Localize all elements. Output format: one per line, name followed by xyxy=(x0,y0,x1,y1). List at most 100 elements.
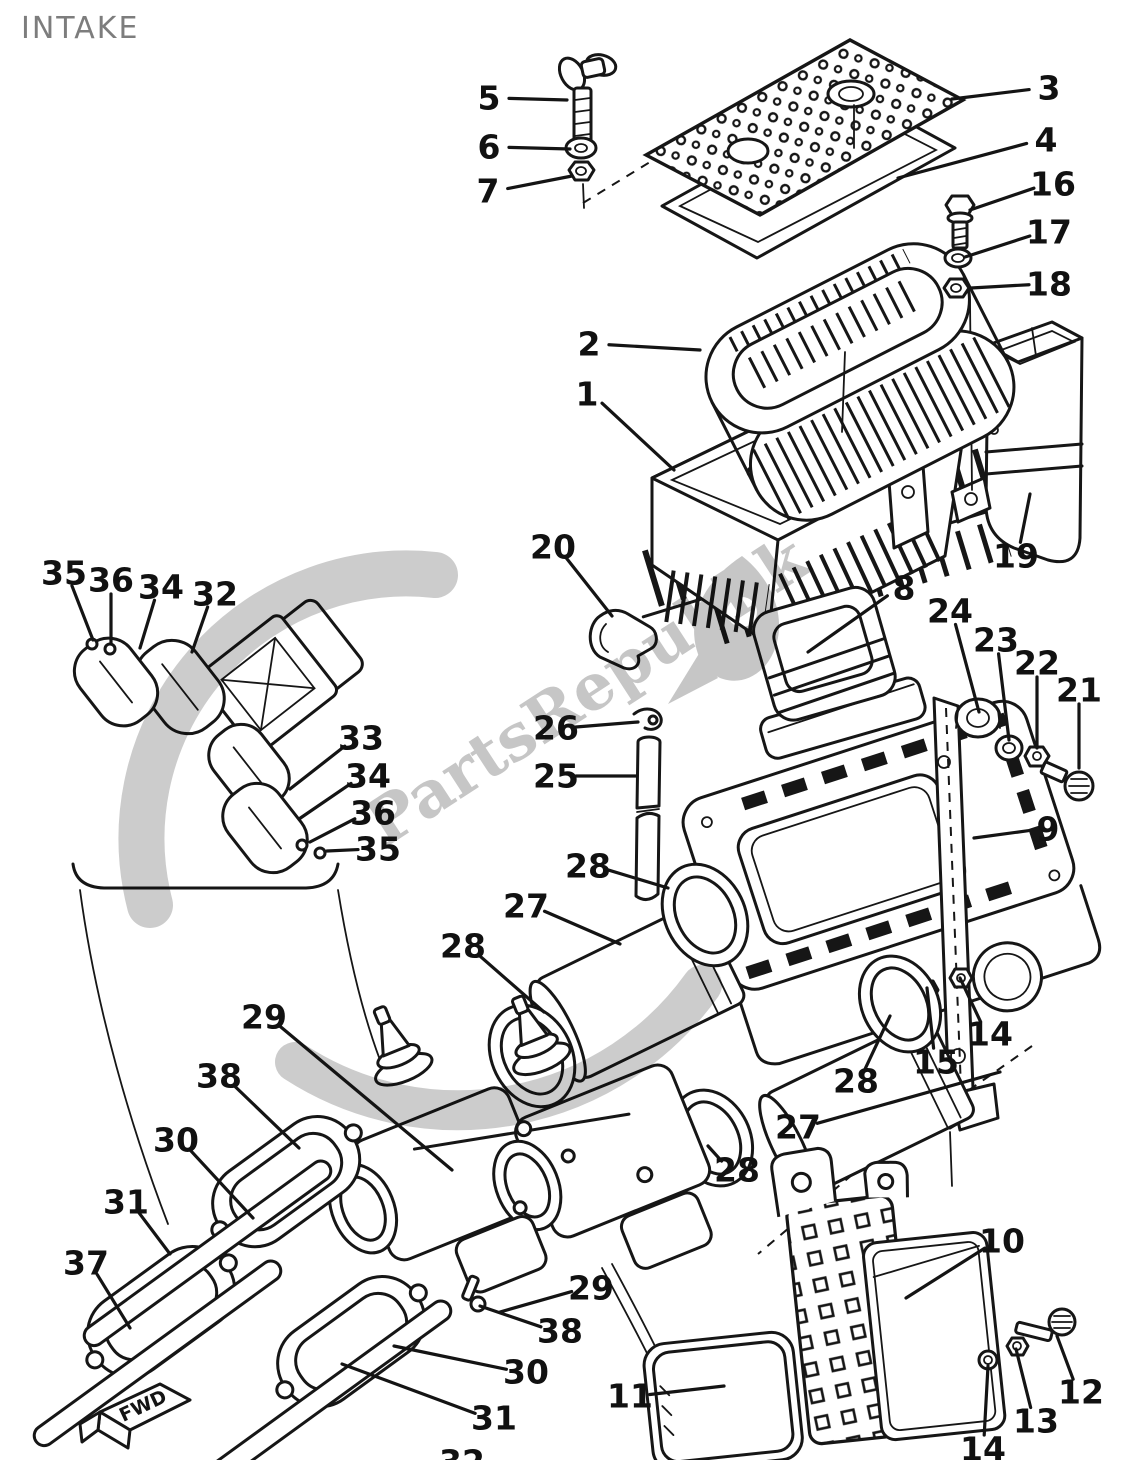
tube-25 xyxy=(634,735,662,901)
part-label-30: 30 xyxy=(503,1353,549,1392)
leader-line xyxy=(138,598,157,650)
leader-line xyxy=(542,909,622,946)
leader-line xyxy=(476,953,546,1014)
leader-line xyxy=(574,720,640,729)
assembly-line xyxy=(841,351,846,433)
mount-plate-edge xyxy=(32,1259,283,1448)
part-label-21: 21 xyxy=(1056,671,1102,710)
leader-line xyxy=(325,847,360,853)
wing-bolt xyxy=(557,53,618,150)
part-label-31: 31 xyxy=(103,1183,149,1222)
part-label-34: 34 xyxy=(138,568,184,607)
part-label-8: 8 xyxy=(893,569,916,608)
grommet-24 xyxy=(954,697,1002,739)
watermark-pin-icon xyxy=(668,556,780,704)
manifold-3 xyxy=(275,1274,428,1409)
part-label-6: 6 xyxy=(478,128,501,167)
leader-line xyxy=(969,283,1031,290)
cover-10 xyxy=(862,1230,1007,1442)
part-label-13: 13 xyxy=(1013,1402,1059,1441)
part-label-31: 31 xyxy=(471,1399,517,1438)
part-label-2: 2 xyxy=(578,325,601,364)
part-label-27: 27 xyxy=(775,1108,821,1147)
gasket-11 xyxy=(642,1330,804,1460)
leader-line xyxy=(815,1070,1002,1125)
part-label-28: 28 xyxy=(833,1062,879,1101)
part-label-20: 20 xyxy=(530,528,576,567)
leader-line xyxy=(904,1246,987,1300)
part-label-22: 22 xyxy=(1014,644,1060,683)
part-label-38: 38 xyxy=(196,1057,242,1096)
part-label-14: 14 xyxy=(960,1430,1006,1460)
part-label-35: 35 xyxy=(355,830,401,869)
part-label-33: 33 xyxy=(338,719,384,758)
part-label-30: 30 xyxy=(153,1121,199,1160)
part-label-5: 5 xyxy=(478,79,501,118)
seal-28a xyxy=(660,862,750,968)
part-label-15: 15 xyxy=(913,1043,959,1082)
bolt-16 xyxy=(944,194,976,250)
leader-line xyxy=(288,744,347,791)
part-label-18: 18 xyxy=(1026,265,1072,304)
washer-17 xyxy=(943,247,973,269)
leader-line xyxy=(297,781,353,821)
part-label-19: 19 xyxy=(993,537,1039,576)
part-label-28: 28 xyxy=(714,1151,760,1190)
part-label-26: 26 xyxy=(533,709,579,748)
part-label-25: 25 xyxy=(533,757,579,796)
nut-18 xyxy=(942,277,971,299)
part-label-10: 10 xyxy=(979,1222,1025,1261)
leader-line xyxy=(506,174,574,191)
clip-26 xyxy=(632,707,663,731)
part-label-29: 29 xyxy=(568,1269,614,1308)
part-label-34: 34 xyxy=(345,757,391,796)
leader-line xyxy=(953,622,981,714)
part-label-36: 36 xyxy=(88,561,134,600)
leader-line xyxy=(1055,1334,1075,1381)
leader-line xyxy=(70,584,95,642)
bolt-12 xyxy=(1014,1307,1077,1343)
watermark-swirl xyxy=(118,550,458,928)
leader-line xyxy=(340,1362,477,1415)
leader-line xyxy=(392,1344,508,1371)
part-label-37: 37 xyxy=(63,1244,109,1283)
leader-line xyxy=(600,401,676,472)
manifold-2 xyxy=(85,1244,238,1379)
part-label-17: 17 xyxy=(1026,213,1072,252)
part-label-24: 24 xyxy=(927,592,973,631)
leader-line xyxy=(498,1289,574,1314)
part-label-14: 14 xyxy=(967,1015,1013,1054)
air-joint-8 xyxy=(752,585,927,760)
leader-line xyxy=(958,976,983,1024)
part-label-28: 28 xyxy=(565,847,611,886)
filter-element xyxy=(704,242,1016,522)
air-cleaner-cover xyxy=(582,38,967,217)
part-label-7: 7 xyxy=(477,172,500,211)
holder-20 xyxy=(588,608,658,671)
part-label-36: 36 xyxy=(350,794,396,833)
leader-line xyxy=(972,829,1030,840)
leader-line xyxy=(308,817,357,844)
leader-line xyxy=(188,1148,255,1220)
leader-line xyxy=(1018,492,1032,544)
leader-line xyxy=(863,1014,892,1071)
leader-line xyxy=(996,652,1011,742)
watermark-swirl xyxy=(275,965,722,1131)
leader-line xyxy=(95,1272,132,1330)
carb-cap-2 xyxy=(511,994,572,1077)
leader-line xyxy=(648,1384,726,1397)
part-label-11: 11 xyxy=(607,1377,653,1416)
leader-line xyxy=(925,986,936,1050)
leader-line xyxy=(277,1024,454,1172)
diagram-line-art: FWD xyxy=(32,38,1102,1460)
part-label-32: 32 xyxy=(439,1443,485,1460)
leader-line xyxy=(607,343,702,352)
leader-line xyxy=(232,1083,301,1150)
nut-7 xyxy=(567,160,596,209)
part-label-1: 1 xyxy=(576,375,599,414)
part-label-4: 4 xyxy=(1035,121,1058,160)
leader-line xyxy=(137,1211,172,1256)
part-label-16: 16 xyxy=(1030,165,1076,204)
leader-line xyxy=(507,145,572,151)
